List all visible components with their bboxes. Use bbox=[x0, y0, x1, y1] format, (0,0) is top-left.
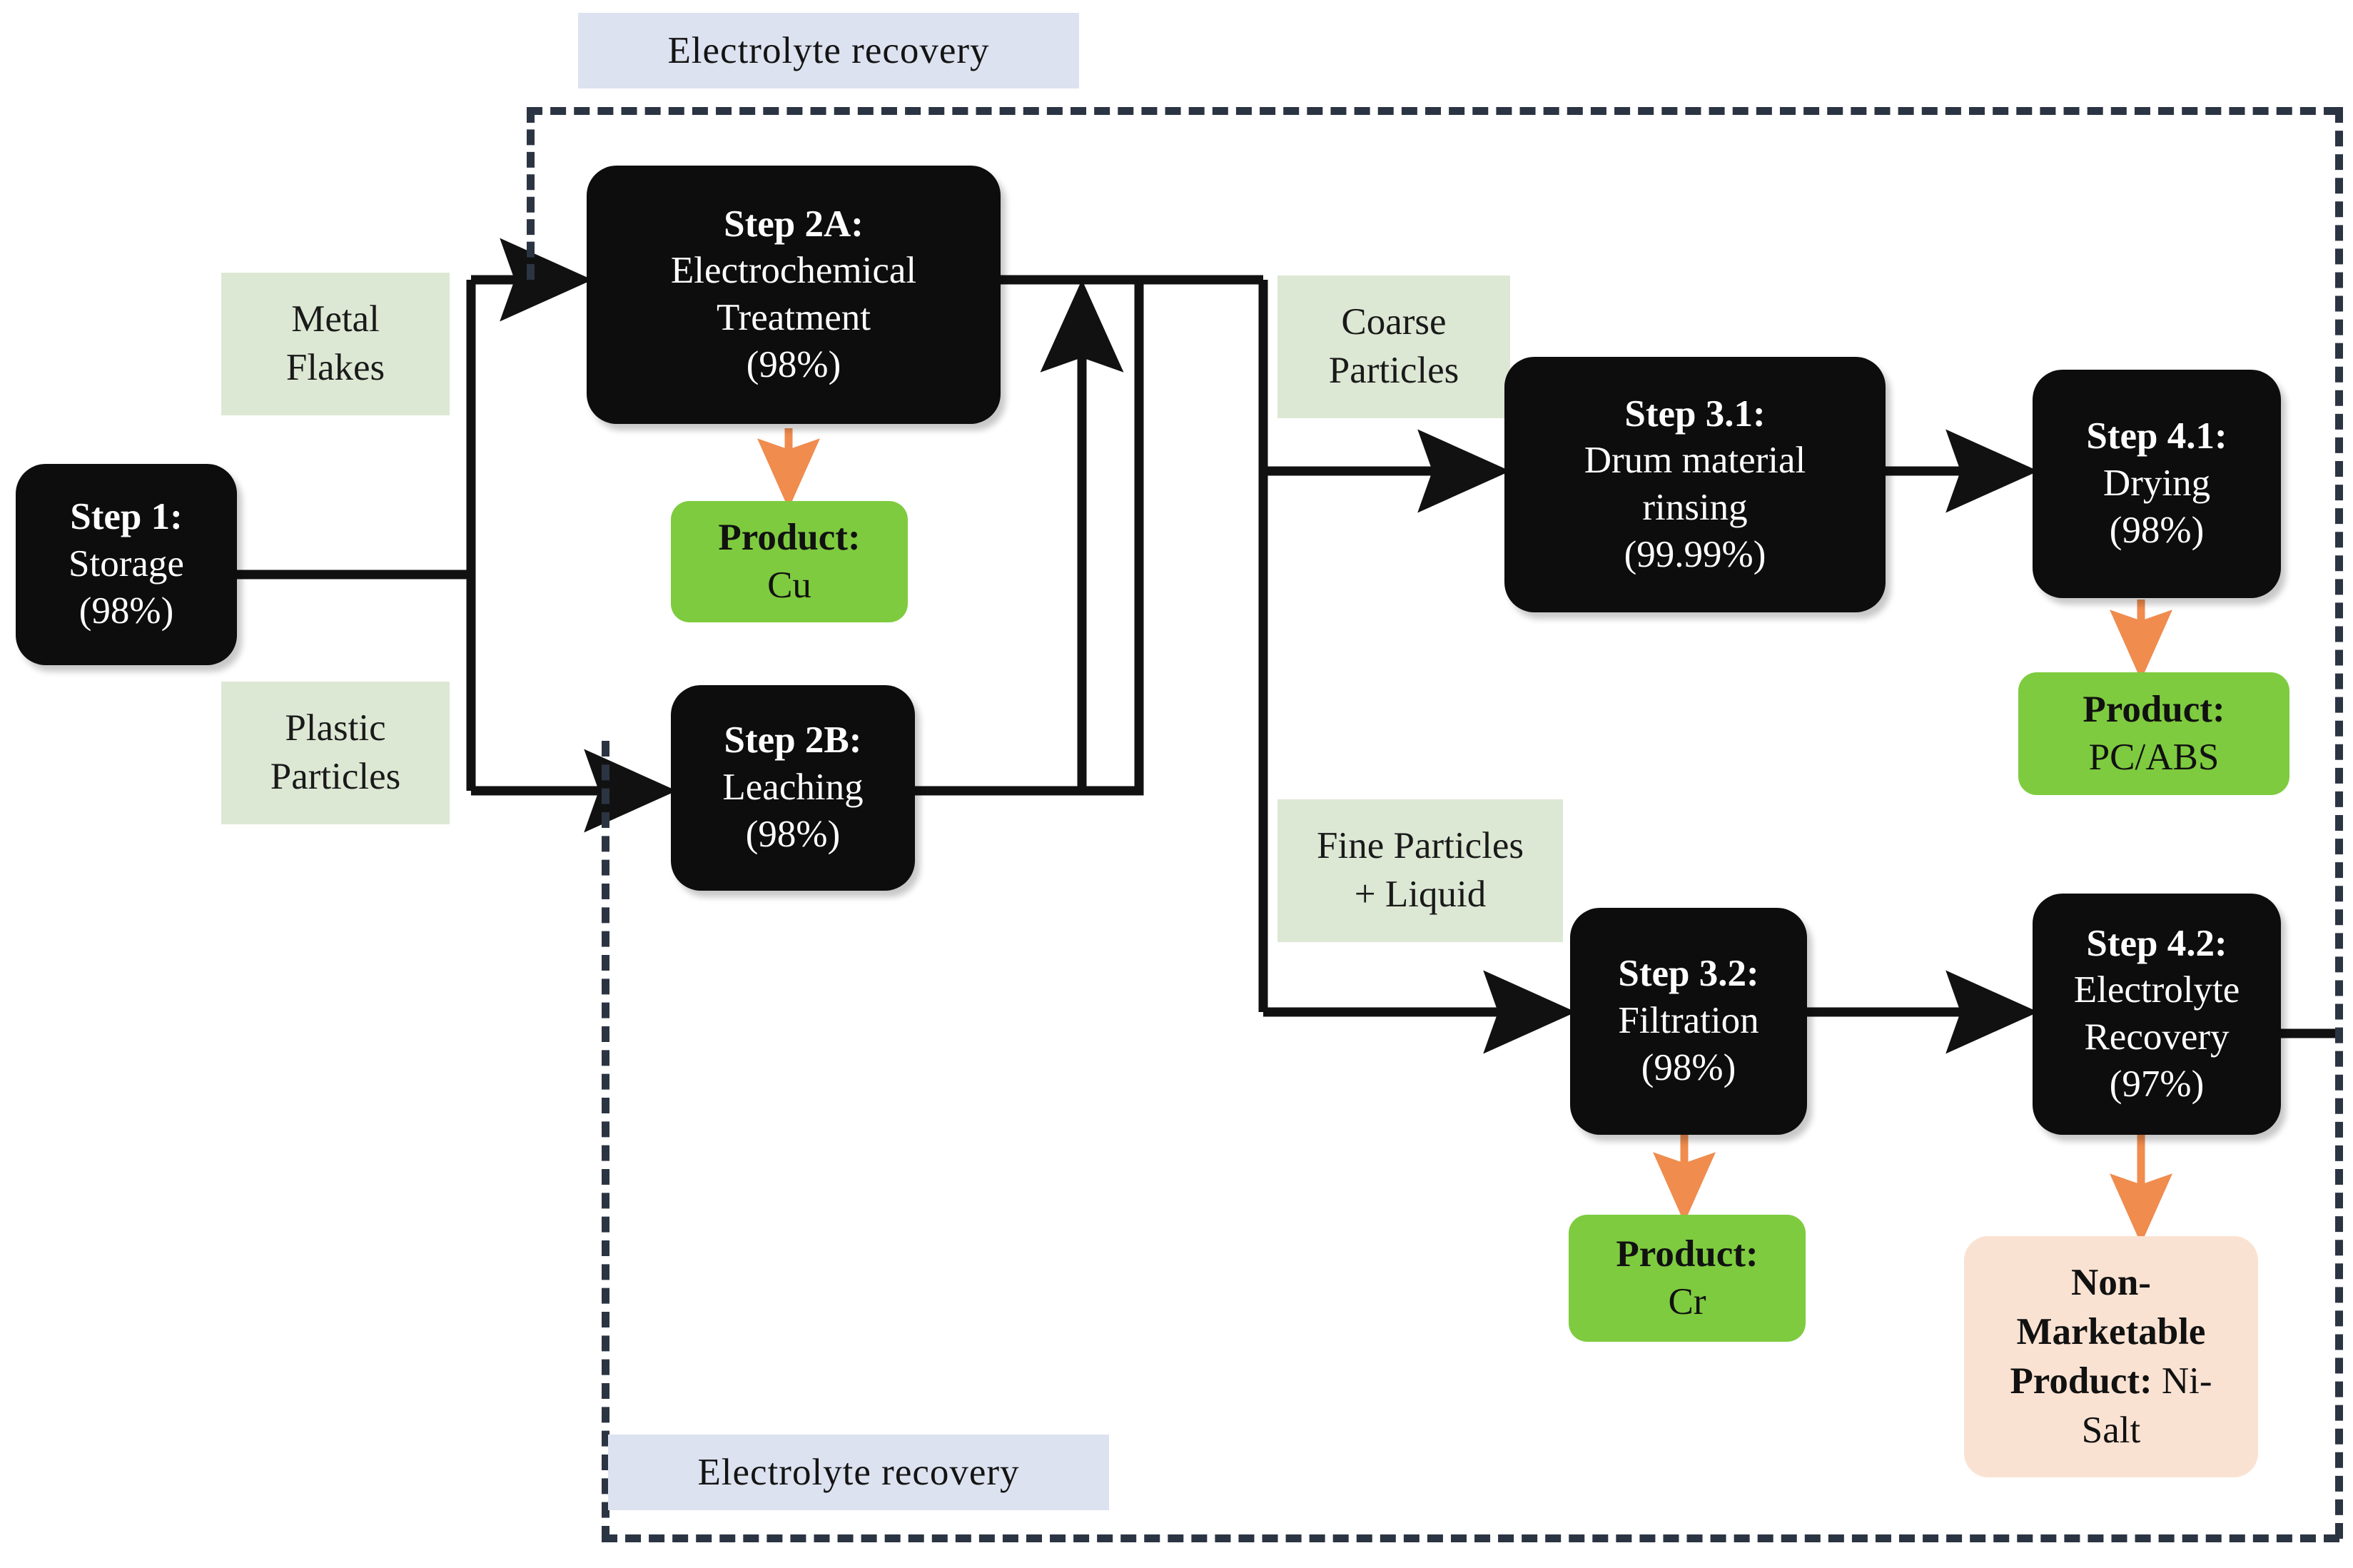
boundary-top bbox=[527, 107, 2339, 115]
node-line-1: Step 2B: bbox=[724, 719, 862, 762]
caption-top-text: Electrolyte recovery bbox=[667, 30, 990, 71]
caption-electrolyte-recovery-top: Electrolyte recovery bbox=[578, 13, 1079, 88]
product-line-1: Product: bbox=[2083, 689, 2225, 731]
node-line-3: (98%) bbox=[79, 590, 174, 632]
product-line-2: PC/ABS bbox=[2088, 737, 2220, 778]
node-line-2: Drying bbox=[2102, 462, 2211, 505]
node-step-2b-leaching[interactable]: Step 2B: Leaching (98%) bbox=[671, 685, 915, 891]
boundary-bottom bbox=[602, 1534, 2339, 1542]
stream-line-2: Flakes bbox=[285, 347, 385, 388]
node-step-3-1-drum-material-rinsing[interactable]: Step 3.1: Drum material rinsing (99.99%) bbox=[1504, 357, 1886, 612]
waste-line-3-rest: Ni- bbox=[2152, 1360, 2212, 1402]
node-line-2: Filtration bbox=[1618, 1000, 1759, 1042]
boundary-right bbox=[2335, 107, 2343, 1539]
stream-line-1: Coarse bbox=[1341, 301, 1447, 343]
node-line-3: Treatment bbox=[717, 297, 871, 338]
node-line-4: (97%) bbox=[2109, 1063, 2205, 1105]
product-node-cu[interactable]: Product: Cu bbox=[671, 501, 908, 622]
stream-line-2: Particles bbox=[270, 756, 401, 797]
product-line-2: Cr bbox=[1668, 1281, 1706, 1322]
stream-line-2: + Liquid bbox=[1354, 874, 1487, 915]
node-line-4: (99.99%) bbox=[1624, 533, 1766, 575]
node-line-3: rinsing bbox=[1642, 487, 1748, 528]
waste-node-ni-salt[interactable]: Non- Marketable Product: Ni- Salt bbox=[1964, 1236, 2258, 1477]
node-line-1: Step 3.1: bbox=[1624, 393, 1766, 435]
product-line-1: Product: bbox=[1616, 1233, 1759, 1275]
waste-line-3: Product: Ni- bbox=[2010, 1357, 2212, 1406]
boundary-left-lower bbox=[602, 741, 609, 1542]
node-step-4-1-drying[interactable]: Step 4.1: Drying (98%) bbox=[2033, 370, 2281, 598]
stream-line-1: Fine Particles bbox=[1317, 825, 1524, 867]
caption-bottom-text: Electrolyte recovery bbox=[697, 1452, 1020, 1493]
stream-label-plastic-particles: Plastic Particles bbox=[221, 682, 450, 824]
node-line-3: (98%) bbox=[745, 813, 841, 855]
node-step-4-2-electrolyte-recovery[interactable]: Step 4.2: Electrolyte Recovery (97%) bbox=[2033, 894, 2281, 1135]
node-line-1: Step 1: bbox=[70, 496, 183, 538]
caption-electrolyte-recovery-bottom: Electrolyte recovery bbox=[608, 1435, 1109, 1510]
stream-label-coarse-particles: Coarse Particles bbox=[1277, 275, 1510, 418]
node-line-1: Step 2A: bbox=[724, 203, 864, 245]
node-line-2: Electrochemical bbox=[670, 250, 917, 292]
node-line-2: Electrolyte bbox=[2073, 969, 2240, 1011]
stream-line-2: Particles bbox=[1328, 350, 1459, 391]
node-line-1: Step 3.2: bbox=[1618, 953, 1759, 995]
node-line-4: (98%) bbox=[746, 343, 841, 385]
waste-line-3-bold: Product: bbox=[2010, 1360, 2152, 1402]
node-step-2a-electrochemical-treatment[interactable]: Step 2A: Electrochemical Treatment (98%) bbox=[587, 166, 1001, 424]
node-line-3: Recovery bbox=[2084, 1016, 2230, 1058]
product-line-1: Product: bbox=[718, 517, 861, 559]
node-line-1: Step 4.2: bbox=[2086, 922, 2227, 964]
node-line-2: Leaching bbox=[722, 767, 864, 809]
waste-line-2: Marketable bbox=[2016, 1311, 2206, 1353]
stream-label-metal-flakes: Metal Flakes bbox=[221, 273, 450, 415]
node-step-3-2-filtration[interactable]: Step 3.2: Filtration (98%) bbox=[1570, 908, 1807, 1135]
product-node-cr[interactable]: Product: Cr bbox=[1569, 1215, 1806, 1342]
stream-line-1: Metal bbox=[291, 298, 380, 340]
waste-line-1: Non- bbox=[2071, 1262, 2151, 1304]
waste-line-4: Salt bbox=[2081, 1409, 2141, 1451]
boundary-left-upper bbox=[527, 107, 535, 280]
node-line-3: (98%) bbox=[1641, 1046, 1736, 1088]
stream-line-1: Plastic bbox=[285, 707, 386, 749]
product-node-pc-abs[interactable]: Product: PC/ABS bbox=[2018, 672, 2289, 795]
node-line-3: (98%) bbox=[2109, 509, 2205, 551]
node-line-2: Drum material bbox=[1584, 440, 1806, 482]
node-step-1-storage[interactable]: Step 1: Storage (98%) bbox=[16, 464, 237, 665]
node-line-2: Storage bbox=[69, 543, 184, 585]
product-line-2: Cu bbox=[767, 565, 811, 606]
node-line-1: Step 4.1: bbox=[2086, 415, 2227, 457]
stream-label-fine-particles: Fine Particles + Liquid bbox=[1277, 799, 1563, 942]
